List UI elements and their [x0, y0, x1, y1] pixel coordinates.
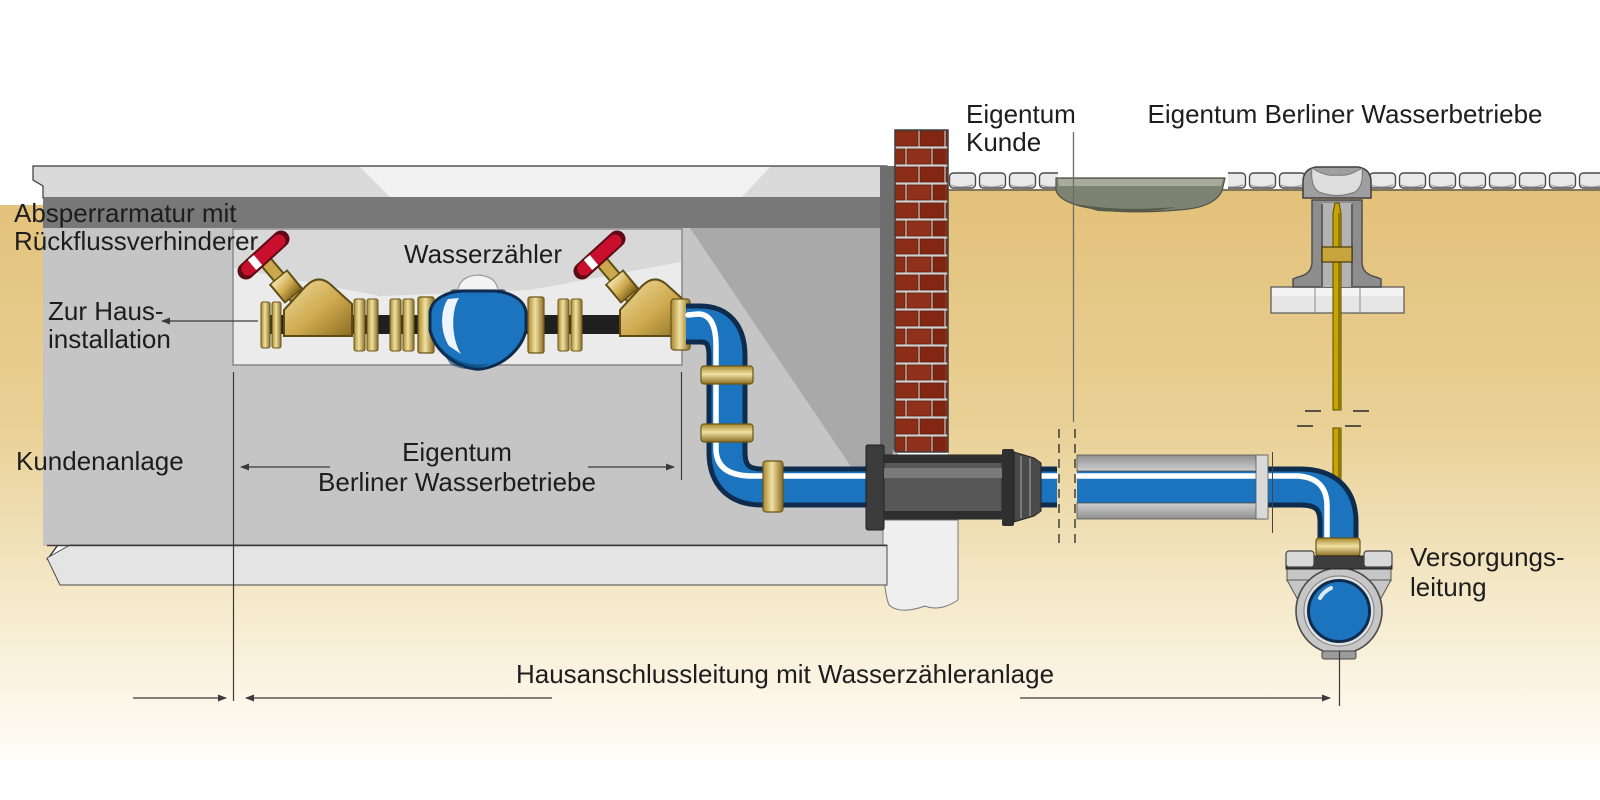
meter-box-shade [234, 230, 681, 296]
pipe-coupling [762, 460, 784, 513]
asphalt-patch-top [1058, 179, 1223, 186]
water-meter-assembly [237, 230, 691, 371]
pipe-clamp [700, 423, 754, 443]
flange [260, 301, 271, 349]
meter-shade [438, 344, 490, 370]
cobblestones [948, 171, 1058, 190]
coupling-ring [402, 298, 415, 352]
sleeve-collar [1002, 449, 1014, 526]
street-surface [948, 171, 1600, 213]
valve-handle-stripe [583, 255, 599, 270]
street-cap [1270, 166, 1405, 541]
label-eigentum-bwb-dim-1: Eigentum [402, 437, 512, 467]
label-zur-haus-1: Zur Haus- [48, 296, 164, 326]
wall-edge [880, 166, 895, 522]
label-eigentum-bwb-dim-2: Berliner Wasserbetriebe [318, 467, 596, 497]
label-hausanschluss: Hausanschlussleitung mit Wasserzähleranl… [516, 659, 1054, 689]
service-pipe-left [685, 303, 1059, 513]
supply-pipe-cross-section [1307, 579, 1371, 643]
tapping-saddle [1285, 550, 1393, 660]
wall-sleeve [865, 444, 1042, 531]
casing-end-ring [1255, 454, 1269, 520]
pipe-highlight [1075, 473, 1330, 541]
meter-dome [457, 274, 499, 291]
wall-shadow [690, 228, 887, 520]
shutoff-valve-left [237, 230, 353, 337]
saddle-bolt-ear [1285, 550, 1315, 568]
pipe-break-dashes [1058, 429, 1076, 549]
sleeve-cap [1013, 451, 1042, 523]
label-kundenanlage: Kundenanlage [16, 446, 184, 476]
valve-body [283, 278, 353, 337]
sleeve-edge [884, 511, 1002, 519]
valve-handle-stripe [247, 255, 263, 270]
coupling-ring [353, 298, 366, 352]
foundation-footing [882, 519, 959, 611]
spindle-nut [1321, 246, 1353, 263]
label-absperrarmatur-2: Rückflussverhinderer [14, 226, 259, 256]
label-eigentum-bwb-top: Eigentum Berliner Wasserbetriebe [1148, 99, 1543, 129]
asphalt-patch-shadow [1075, 204, 1176, 212]
sleeve-flange [865, 444, 885, 531]
label-eigentum-kunde-2: Kunde [966, 127, 1041, 157]
casing-top [1076, 454, 1266, 472]
spindle-rod-shade [1338, 213, 1341, 410]
floor-slab [46, 544, 888, 586]
water-meter [428, 274, 528, 371]
brick-wall [894, 129, 949, 453]
label-versorgung-2: leitung [1410, 572, 1487, 602]
pipe-clamp [700, 365, 754, 385]
rod-break-marks [1297, 410, 1369, 427]
label-absperrarmatur-1: Absperrarmatur mit [14, 198, 237, 228]
meter-highlight [442, 298, 461, 354]
saddle-bolt-ear [1363, 550, 1393, 568]
flange [271, 301, 282, 349]
coupling-ring [570, 298, 583, 352]
coupling-ring [366, 298, 379, 352]
cobblestones [1370, 171, 1600, 190]
elbow-nut [1315, 537, 1361, 557]
cap-lid-inner [1311, 167, 1363, 196]
label-versorgung-1: Versorgungs- [1410, 542, 1565, 572]
dimension-lines [133, 317, 1341, 706]
coupling-ring [389, 298, 402, 352]
pipe-highlight [685, 311, 1059, 479]
label-zur-haus-2: installation [48, 324, 171, 354]
ceiling-beam [43, 198, 887, 228]
casing-bottom [1076, 502, 1266, 520]
meter-nut-right [527, 296, 545, 354]
coupling-ring [557, 298, 570, 352]
sleeve-shine [884, 468, 1002, 478]
cobblestones [1228, 171, 1304, 190]
supply-pipe-highlight [1318, 586, 1333, 600]
sleeve-body [883, 454, 1003, 520]
label-eigentum-kunde-1: Eigentum [966, 99, 1076, 129]
ceiling-slab-highlight [360, 167, 770, 197]
sleeve-edge [884, 455, 1002, 463]
label-wasserzaehler: Wasserzähler [404, 239, 562, 269]
